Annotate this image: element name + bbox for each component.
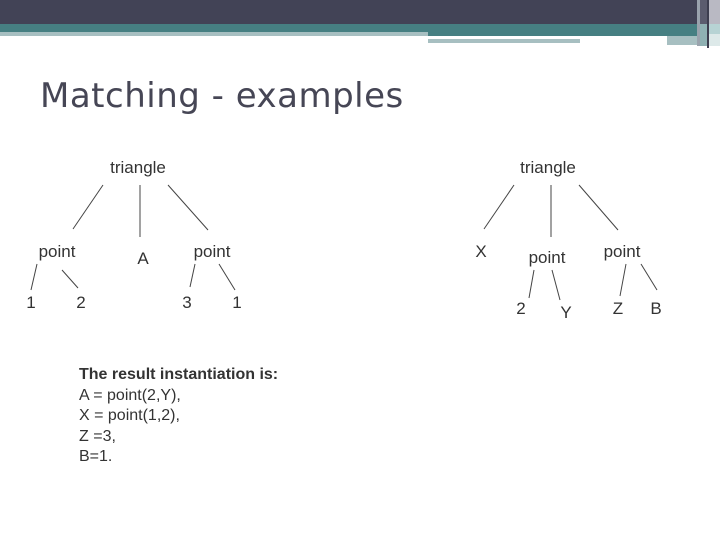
result-line: Z =3, (79, 427, 116, 445)
result-line: B=1. (79, 448, 113, 465)
header-dark-band (0, 0, 697, 24)
header-teal-band-right (428, 24, 697, 36)
right-tree-node-point-2: point (603, 242, 641, 261)
left-tree-leaf-4: 1 (232, 293, 242, 312)
result-line: A = point(2,Y), (79, 386, 181, 404)
header-light-strip-right (428, 39, 580, 43)
right-tree-leaf-b: B (650, 299, 662, 318)
left-tree-leaf-1: 1 (26, 293, 36, 312)
header-stripe-4b (709, 24, 720, 34)
left-tree-node-point-2: point (193, 242, 231, 261)
header-stripe-4c (709, 34, 720, 46)
left-tree-node-point-1: point (38, 242, 76, 261)
header-stripe-2b (700, 24, 707, 46)
result-heading: The result instantiation is: (79, 366, 279, 383)
right-tree-node-point-1: point (528, 248, 566, 267)
header-light-strip-left (0, 32, 428, 36)
header-stripe-3 (707, 0, 709, 48)
right-tree-leaf-z: Z (612, 299, 624, 318)
left-tree-node-a: A (137, 249, 149, 268)
right-tree-root: triangle (520, 158, 576, 177)
header-stripe-1 (697, 0, 700, 46)
header-light-block-right (667, 36, 697, 45)
left-tree-leaf-3: 3 (182, 293, 192, 312)
left-tree-root: triangle (110, 158, 166, 177)
header-teal-band-left (0, 24, 428, 32)
right-tree-leaf-y: Y (560, 303, 572, 322)
header-stripe-2 (700, 0, 707, 24)
header-stripe-4 (709, 0, 720, 24)
right-tree-node-x: X (475, 242, 487, 261)
result-block: The result instantiation is: A = point(2… (79, 365, 278, 468)
right-tree-leaf-2: 2 (516, 299, 526, 318)
result-line: X = point(1,2), (79, 407, 180, 424)
page-title: Matching - examples (40, 76, 404, 116)
left-tree-leaf-2: 2 (76, 293, 86, 312)
